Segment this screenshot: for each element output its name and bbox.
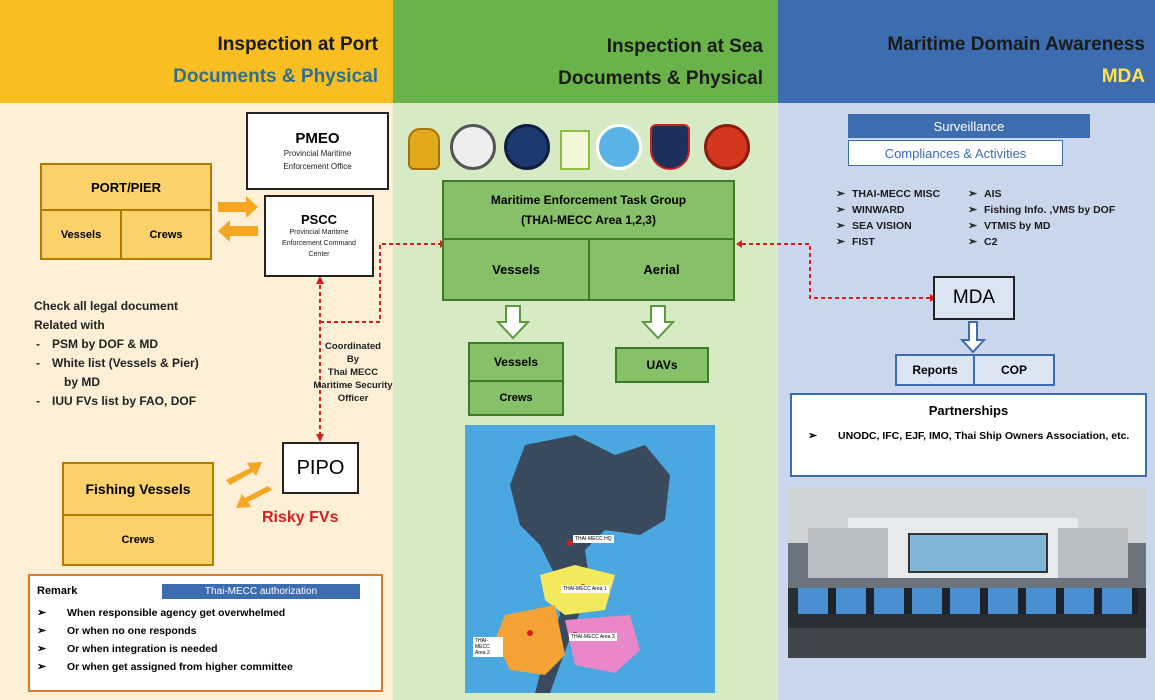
remark-item-4: Or when get assigned from higher committ… xyxy=(37,658,293,676)
task-group-title: Maritime Enforcement Task Group (THAI-ME… xyxy=(444,182,733,240)
mda-source-list-left: THAI-MECC MISC WINWARD SEA VISION FIST xyxy=(836,186,940,250)
source-fist: FIST xyxy=(836,234,940,250)
pscc-desc: Provincial Maritime Enforcement Command … xyxy=(282,229,356,258)
reports-cop-box: Reports COP xyxy=(895,354,1055,386)
check-title: Check all legal document xyxy=(34,299,179,313)
monitor-row xyxy=(798,588,1138,614)
mda-header xyxy=(778,0,1155,103)
port-pier-title: PORT/PIER xyxy=(42,165,210,211)
cop-cell: COP xyxy=(1000,363,1027,377)
source-fishing-info: Fishing Info. ,VMS by DOF xyxy=(968,202,1115,218)
coordinated-note: Coordinated By Thai MECC Maritime Securi… xyxy=(313,341,393,404)
sea-crews-cell: Crews xyxy=(499,392,533,404)
reports-cell: Reports xyxy=(897,356,975,384)
mda-header-title: Maritime Domain Awareness xyxy=(887,34,1145,55)
source-thai-mecc-misc: THAI-MECC MISC xyxy=(836,186,940,202)
pscc-title: PSCC xyxy=(300,212,338,227)
fishing-vessels-box: Fishing Vessels Crews xyxy=(62,462,214,566)
remark-badge: Thai-MECC authorization xyxy=(162,584,360,599)
source-winward: WINWARD xyxy=(836,202,940,218)
map-label-hq: THAI-MECC HQ xyxy=(573,535,614,543)
task-aerial-cell: Aerial xyxy=(643,262,680,277)
partnerships-title: Partnerships xyxy=(928,403,1009,418)
port-header xyxy=(0,0,393,103)
pscc-box: PSCC Provincial Maritime Enforcement Com… xyxy=(264,195,374,277)
partners-list: UNODC, IFC, EJF, IMO, Thai Ship Owners A… xyxy=(808,427,1138,445)
navy-emblem-logo xyxy=(504,124,550,170)
port-pscc-arrows xyxy=(218,196,272,508)
pmeo-box: PMEO Provincial Maritime Enforcement Off… xyxy=(246,112,389,190)
legal-item-2b: by MD xyxy=(64,375,100,389)
sea-header xyxy=(393,0,778,103)
customs-logo xyxy=(704,124,750,170)
task-group-box: Maritime Enforcement Task Group (THAI-ME… xyxy=(442,180,735,301)
related-label: Related with xyxy=(34,318,105,332)
sea-header-title: Inspection at Sea xyxy=(606,36,763,57)
remark-list: When responsible agency get overwhelmed … xyxy=(37,604,293,676)
source-c2: C2 xyxy=(968,234,1115,250)
port-pier-box: PORT/PIER Vessels Crews xyxy=(40,163,212,260)
source-sea-vision: SEA VISION xyxy=(836,218,940,234)
mda-header-subtitle: MDA xyxy=(1101,66,1145,87)
video-wall xyxy=(908,533,1048,573)
fishing-crews-cell: Crews xyxy=(121,534,155,546)
red-dashed-links xyxy=(319,243,930,440)
royal-emblem-logo xyxy=(408,128,440,170)
partnerships-box: Partnerships UNODC, IFC, EJF, IMO, Thai … xyxy=(790,393,1147,477)
legal-item-2: -White list (Vessels & Pier) xyxy=(36,356,199,370)
remark-item-3: Or when integration is needed xyxy=(37,640,293,658)
mda-box: MDA xyxy=(933,276,1015,320)
source-ais: AIS xyxy=(968,186,1115,202)
compliances-box: Compliances & Activities xyxy=(848,140,1063,166)
sea-vessels-box: Vessels Crews xyxy=(468,342,564,416)
pmeo-title: PMEO xyxy=(295,129,340,147)
remark-label: Remark xyxy=(37,585,78,597)
fishing-vessels-title: Fishing Vessels xyxy=(64,464,212,516)
fisheries-logo xyxy=(560,130,590,170)
agency-logos xyxy=(408,122,753,176)
remark-item-2: Or when no one responds xyxy=(37,622,293,640)
port-crews-cell: Crews xyxy=(149,228,183,241)
legal-item-3: -IUU FVs list by FAO, DOF xyxy=(36,394,197,408)
task-vessels-cell: Vessels xyxy=(444,240,590,299)
sea-vessels-cell: Vessels xyxy=(470,344,562,382)
marine-police-logo xyxy=(650,124,690,170)
green-down-arrows xyxy=(495,305,676,340)
port-header-title: Inspection at Port xyxy=(217,34,378,55)
mda-source-list-right: AIS Fishing Info. ,VMS by DOF VTMIS by M… xyxy=(968,186,1115,250)
partners-item: UNODC, IFC, EJF, IMO, Thai Ship Owners A… xyxy=(808,427,1138,445)
map-label-area1: THAI-MECC Area 1 xyxy=(561,585,609,593)
legal-check-block: Check all legal document Related with -P… xyxy=(34,297,264,411)
port-header-subtitle: Documents & Physical xyxy=(173,66,378,87)
surveillance-box: Surveillance xyxy=(848,114,1090,138)
uavs-box: UAVs xyxy=(615,347,709,383)
police-emblem-logo xyxy=(450,124,496,170)
pipo-box: PIPO xyxy=(282,442,359,494)
map-label-area3: THAI-MECC Area 3 xyxy=(569,633,617,641)
port-vessels-cell: Vessels xyxy=(42,211,122,258)
marine-dept-logo xyxy=(596,124,642,170)
remark-box: Remark Thai-MECC authorization When resp… xyxy=(28,574,383,692)
source-vtmis: VTMIS by MD xyxy=(968,218,1115,234)
map-label-area2: THAI-MECC Area 2 xyxy=(473,637,503,657)
operations-room-photo xyxy=(788,488,1146,658)
sea-header-subtitle: Documents & Physical xyxy=(558,68,763,89)
pmeo-desc: Provincial Maritime Enforcement Office xyxy=(283,148,352,171)
legal-item-1: -PSM by DOF & MD xyxy=(36,337,159,351)
remark-item-1: When responsible agency get overwhelmed xyxy=(37,604,293,622)
risky-fvs-label: Risky FVs xyxy=(262,509,339,526)
thailand-map: THAI-MECC HQ THAI-MECC Area 1 THAI-MECC … xyxy=(465,425,715,693)
